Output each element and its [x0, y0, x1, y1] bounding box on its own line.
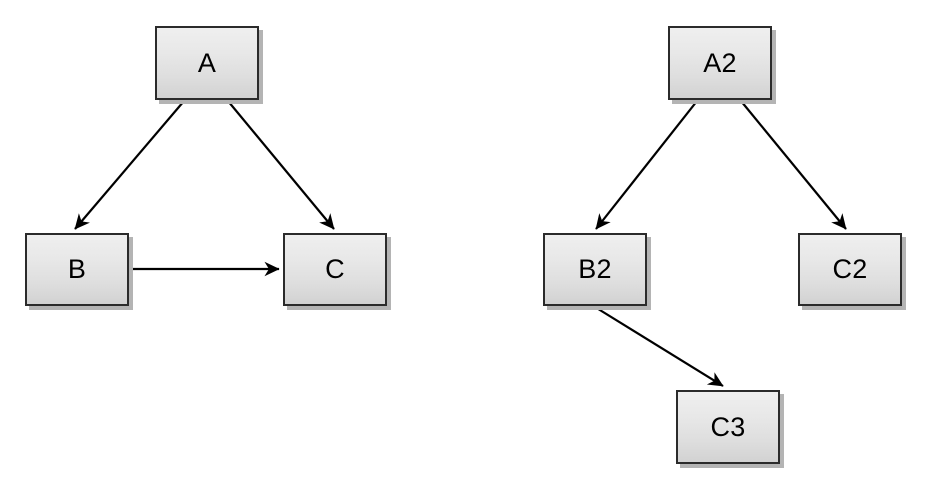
node-label-b2: B2 — [578, 254, 612, 284]
node-label-a: A — [197, 47, 217, 78]
node-label-a2: A2 — [703, 47, 737, 78]
edge-a2-to-b2 — [595, 100, 698, 230]
node-c[interactable]: C — [283, 233, 387, 306]
edges-group — [74, 100, 847, 387]
edge-a2-to-c2 — [740, 100, 847, 230]
node-b[interactable]: B — [25, 233, 129, 306]
node-label-c2: C2 — [832, 254, 868, 284]
edge-a-to-c — [227, 100, 335, 230]
node-c3[interactable]: C3 — [676, 390, 780, 464]
edge-a-to-b — [74, 100, 185, 230]
node-label-b: B — [67, 254, 87, 284]
node-label-c: C — [325, 254, 345, 284]
edge-b2-to-c3 — [594, 306, 724, 387]
node-b2[interactable]: B2 — [543, 233, 647, 306]
node-a2[interactable]: A2 — [668, 26, 772, 100]
node-label-c3: C3 — [710, 411, 746, 442]
node-c2[interactable]: C2 — [798, 233, 902, 306]
node-a[interactable]: A — [155, 26, 259, 100]
